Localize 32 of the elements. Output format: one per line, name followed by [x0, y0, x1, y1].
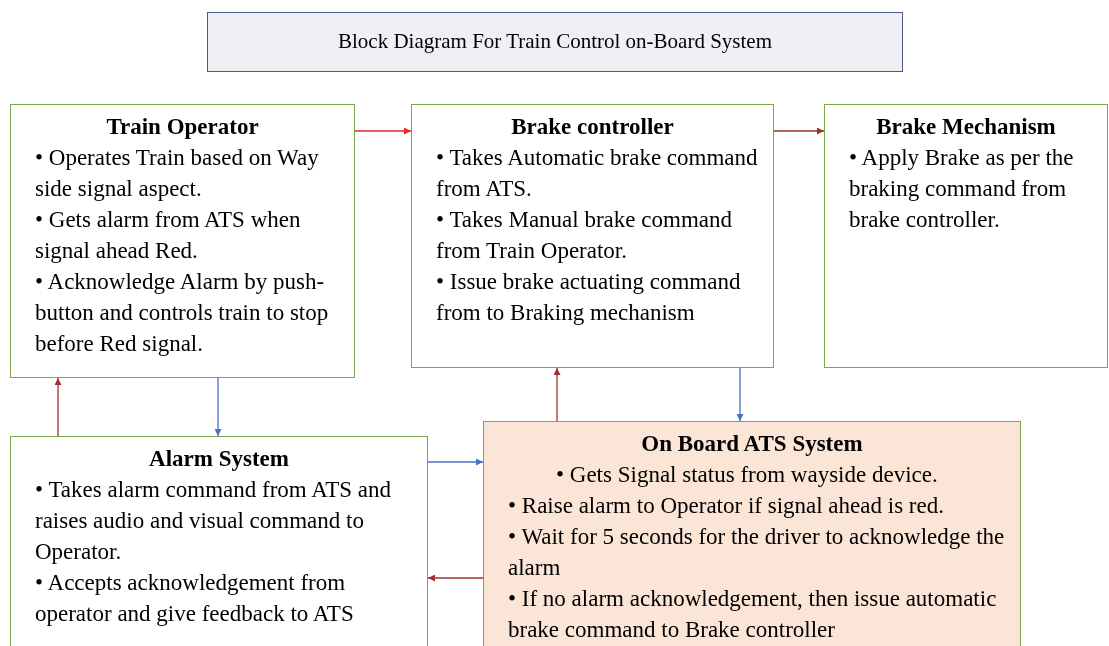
bullet-text: • Accepts acknowledgement from operator and give feedback to ATS [35, 569, 355, 628]
title-box: Block Diagram For Train Control on-Board System [207, 12, 903, 72]
bullet-text: • Takes Manual brake command from Train Operator. [436, 206, 733, 265]
bullet-text: • Takes Automatic brake command from ATS. [436, 144, 759, 203]
bullet-text: • Operates Train based on Way side signal aspect. [35, 144, 320, 203]
arrow [736, 367, 744, 422]
bullet-text: • Issue brake actuating command from to Braking mechanism [436, 268, 742, 327]
arrow [427, 458, 484, 466]
bullet-text: • Acknowledge Alarm by push-button and controls train to stop before Red signal. [35, 268, 330, 358]
process-box [10, 436, 428, 646]
bullet-text: • Apply Brake as per the braking command from brake controller. [849, 144, 1075, 234]
bullet-text: • Wait for 5 seconds for the driver to acknowledge the alarm [508, 523, 1006, 582]
box-heading: Alarm System [148, 445, 290, 473]
arrow [354, 127, 412, 135]
box-heading: On Board ATS System [640, 430, 864, 458]
process-box [411, 104, 774, 368]
arrow [214, 377, 222, 437]
arrow [773, 127, 825, 135]
bullet-text: • Gets Signal status from wayside device. [556, 461, 939, 489]
arrow [553, 367, 561, 422]
arrow [427, 574, 484, 582]
box-heading: Brake Mechanism [875, 113, 1057, 141]
bullet-text: • Takes alarm command from ATS and raises audio and visual command to Operator. [35, 476, 393, 566]
box-heading: Train Operator [105, 113, 260, 141]
bullet-text: • Gets alarm from ATS when signal ahead Red. [35, 206, 302, 265]
process-box [10, 104, 355, 378]
process-box [483, 421, 1021, 646]
process-box [824, 104, 1108, 368]
box-heading: Brake controller [510, 113, 675, 141]
bullet-text: • Raise alarm to Operator if signal ahead is red. [508, 492, 945, 520]
arrow [54, 377, 62, 437]
bullet-text: • If no alarm acknowledgement, then issue automatic brake command to Brake controller [508, 585, 998, 644]
